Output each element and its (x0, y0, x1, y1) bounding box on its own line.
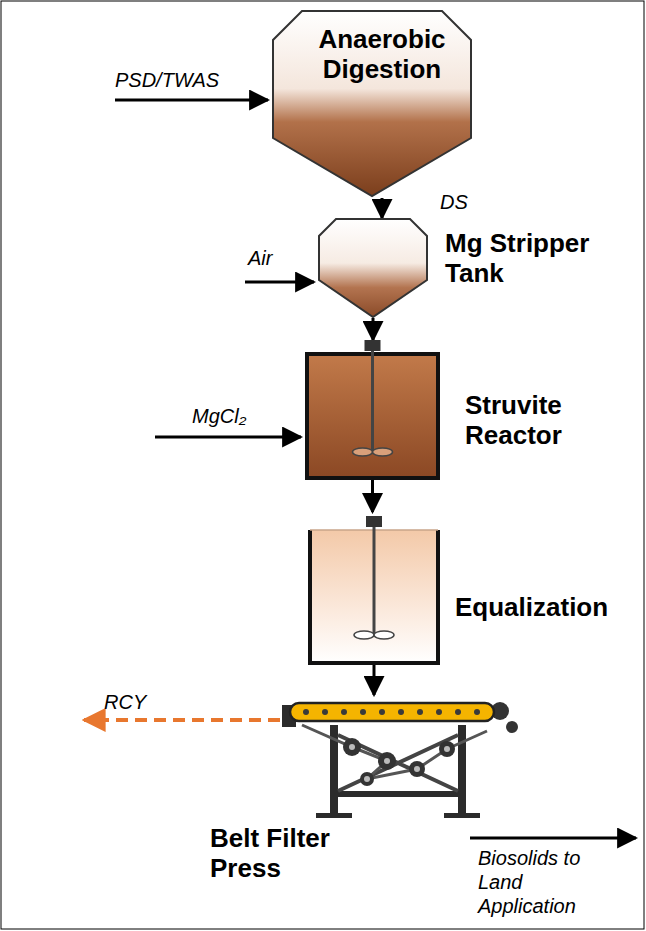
stream-label: DS (440, 190, 500, 214)
mixer-shaft (373, 527, 376, 635)
flow-arrow (381, 198, 384, 218)
node-title: Belt Filter Press (210, 823, 370, 883)
belt-roller (303, 709, 309, 715)
frame-leg (458, 725, 466, 817)
stripper-tank-shape (318, 218, 428, 318)
mixer-motor (365, 340, 381, 351)
press-roller (506, 721, 518, 733)
belt-filter-press: Belt Filter Press (282, 695, 522, 825)
flow-arrow (371, 480, 374, 512)
roller-hub (414, 766, 420, 772)
belt-roller (417, 709, 423, 715)
flow-arrow (372, 318, 375, 340)
stream-label: Biosolids to Land Application (478, 846, 613, 918)
frame-foot (444, 813, 480, 818)
roller-hub (444, 746, 450, 752)
belt-filter-press-shape (282, 695, 522, 825)
frame-crossbar (330, 791, 466, 797)
belt-roller (322, 709, 328, 715)
feed-arrow (115, 99, 268, 102)
node-title: Anaerobic Digestion (272, 24, 492, 84)
equalization-tank-shape (308, 512, 440, 665)
belt-roller (436, 709, 442, 715)
impeller-blade (353, 448, 373, 456)
impeller-blade (374, 631, 394, 639)
node-title: Mg Stripper Tank (445, 228, 610, 288)
press-roller (360, 772, 374, 786)
roller-hub (349, 744, 355, 750)
frame-foot (316, 813, 352, 818)
roller-hub (364, 776, 370, 782)
belt-roller (360, 709, 366, 715)
reactor-tank-shape (305, 340, 440, 480)
gravity-belt (290, 703, 494, 721)
node-title: Equalization (455, 592, 630, 622)
digester-vessel: Anaerobic Digestion (272, 10, 492, 198)
impeller-blade (373, 448, 393, 456)
belt-roller (398, 709, 404, 715)
frame-brace (338, 735, 458, 791)
stream-label: MgCl₂ (192, 404, 282, 428)
press-roller (343, 738, 361, 756)
stream-label: RCY (104, 690, 164, 714)
biosolids-arrow (470, 837, 636, 840)
roller-hub (384, 758, 390, 764)
node-title: Struvite Reactor (465, 390, 605, 450)
press-roller (439, 741, 455, 757)
equalization-tank: Equalization (308, 512, 440, 665)
impeller-blade (354, 631, 374, 639)
mixer-motor (366, 516, 382, 527)
air-arrow (245, 281, 314, 284)
press-belt (302, 725, 487, 779)
belt-roller (341, 709, 347, 715)
dose-arrow (155, 436, 301, 439)
tank-outline (319, 219, 427, 317)
press-roller (409, 761, 425, 777)
belt-roller (455, 709, 461, 715)
stream-label: Air (248, 246, 308, 270)
reactor-tank: Struvite Reactor (305, 340, 440, 480)
flow-arrow (373, 665, 376, 695)
stripper-tank: Mg Stripper Tank (318, 218, 428, 318)
belt-roller (379, 709, 385, 715)
belt-roller (474, 709, 480, 715)
mixer-shaft (371, 351, 374, 452)
press-roller (378, 752, 396, 770)
recycle-arrow (84, 718, 280, 722)
stream-label: PSD/TWAS (115, 68, 255, 92)
